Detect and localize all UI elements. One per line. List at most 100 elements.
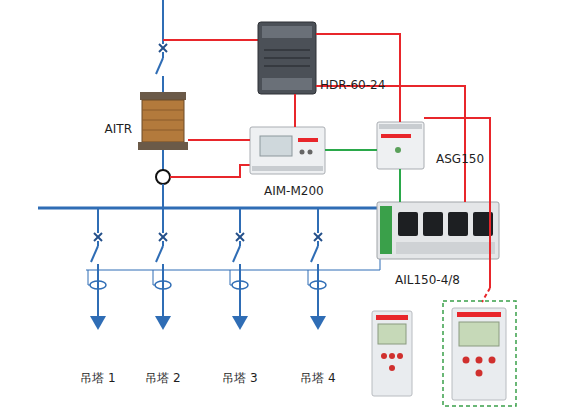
branch-line (162, 264, 164, 318)
button (476, 357, 483, 364)
breaker-cross (159, 44, 167, 52)
feeder-line (162, 76, 164, 92)
lcd-screen (459, 322, 499, 346)
switch-blade (91, 246, 98, 262)
brand-stripe (457, 312, 501, 317)
breaker-cross (94, 233, 102, 241)
wire-path (188, 139, 250, 141)
feeder-line (162, 0, 164, 44)
branch-line (317, 264, 319, 318)
terminal-block (380, 206, 392, 254)
connector-wire (316, 34, 400, 122)
device-box: AITR (138, 92, 188, 150)
feeder-line (162, 52, 164, 58)
lcd-screen (378, 324, 406, 344)
branch-line (97, 241, 99, 246)
lcd-screen (260, 136, 292, 156)
leakage-ct (310, 281, 326, 289)
panel-wire (424, 118, 490, 288)
branch-line (162, 208, 164, 233)
indicator-led (395, 147, 401, 153)
current-transformer (156, 170, 170, 184)
optional-frame (443, 301, 516, 406)
button (381, 353, 387, 359)
device-label: AIL150-4/8 (395, 273, 460, 287)
branch-line (239, 264, 241, 318)
branch-line (97, 264, 99, 318)
branch-line (239, 241, 241, 246)
leakage-ct (155, 281, 171, 289)
brand-stripe (381, 134, 411, 138)
load-arrow (90, 316, 106, 330)
switch-blade (311, 246, 318, 262)
breaker-cross (159, 233, 167, 241)
breaker-cross (236, 233, 244, 241)
breaker-cross (314, 233, 322, 241)
transformer-frame (138, 142, 188, 150)
button (389, 365, 395, 371)
button (389, 353, 395, 359)
device-box: AIM-M200 (250, 127, 325, 174)
breaker-cross (236, 233, 244, 241)
switch-blade (233, 246, 240, 262)
connector-wire (400, 169, 401, 202)
connector-wire (316, 86, 465, 202)
ct-module (398, 212, 418, 236)
button (300, 150, 305, 155)
load-label: 吊塔 1 (80, 371, 115, 385)
breaker-cross (159, 44, 167, 52)
branch-circuit (90, 208, 106, 330)
connector-wire (188, 140, 250, 141)
ct-wire (170, 165, 250, 177)
terminal-strip (252, 166, 323, 171)
coil-winding (142, 120, 184, 121)
terminal-strip (262, 78, 312, 90)
branch-line (97, 208, 99, 233)
leakage-ct (90, 281, 106, 289)
coil-winding (142, 110, 184, 111)
feeder-line (162, 150, 164, 170)
breaker-cross (94, 233, 102, 241)
feeder-line (162, 184, 164, 208)
branch-circuit (232, 208, 248, 330)
panel-wire-dashed (482, 288, 490, 302)
device-label: AITR (105, 122, 132, 136)
branch-line (317, 241, 319, 246)
fault-locator (377, 202, 499, 259)
load-label: 吊塔 2 (145, 371, 180, 385)
wire-path (316, 86, 465, 202)
device-box: AIL150-4/8 (377, 202, 499, 259)
ct-module (448, 212, 468, 236)
brand-stripe (376, 315, 408, 320)
device-box: HDR-60-24 (258, 22, 316, 94)
alarm-panel (372, 311, 412, 396)
branch-line (317, 208, 319, 233)
device-label: HDR-60-24 (320, 78, 385, 92)
signal-line (86, 259, 380, 285)
wire-path (399, 169, 401, 202)
alarm-panel (452, 308, 506, 400)
load-label: 吊塔 3 (222, 371, 257, 385)
cooling-fin (264, 49, 310, 51)
device-box: ASG150 (377, 122, 424, 169)
button (397, 353, 403, 359)
cooling-fin (264, 57, 310, 59)
leakage-ct (232, 281, 248, 289)
branch-line (162, 241, 164, 246)
terminal-strip (262, 26, 312, 38)
terminal-strip (396, 242, 495, 254)
wire-path (325, 149, 377, 151)
load-arrow (310, 316, 326, 330)
branch-circuit (310, 208, 326, 330)
button (489, 357, 496, 364)
power-supply (258, 22, 316, 94)
power-wire (163, 39, 258, 41)
connector-wire (325, 150, 377, 151)
load-arrow (155, 316, 171, 330)
transformer-coil (142, 100, 184, 142)
device-label: ASG150 (436, 152, 484, 166)
breaker-cross (314, 233, 322, 241)
signal-generator (377, 122, 424, 169)
